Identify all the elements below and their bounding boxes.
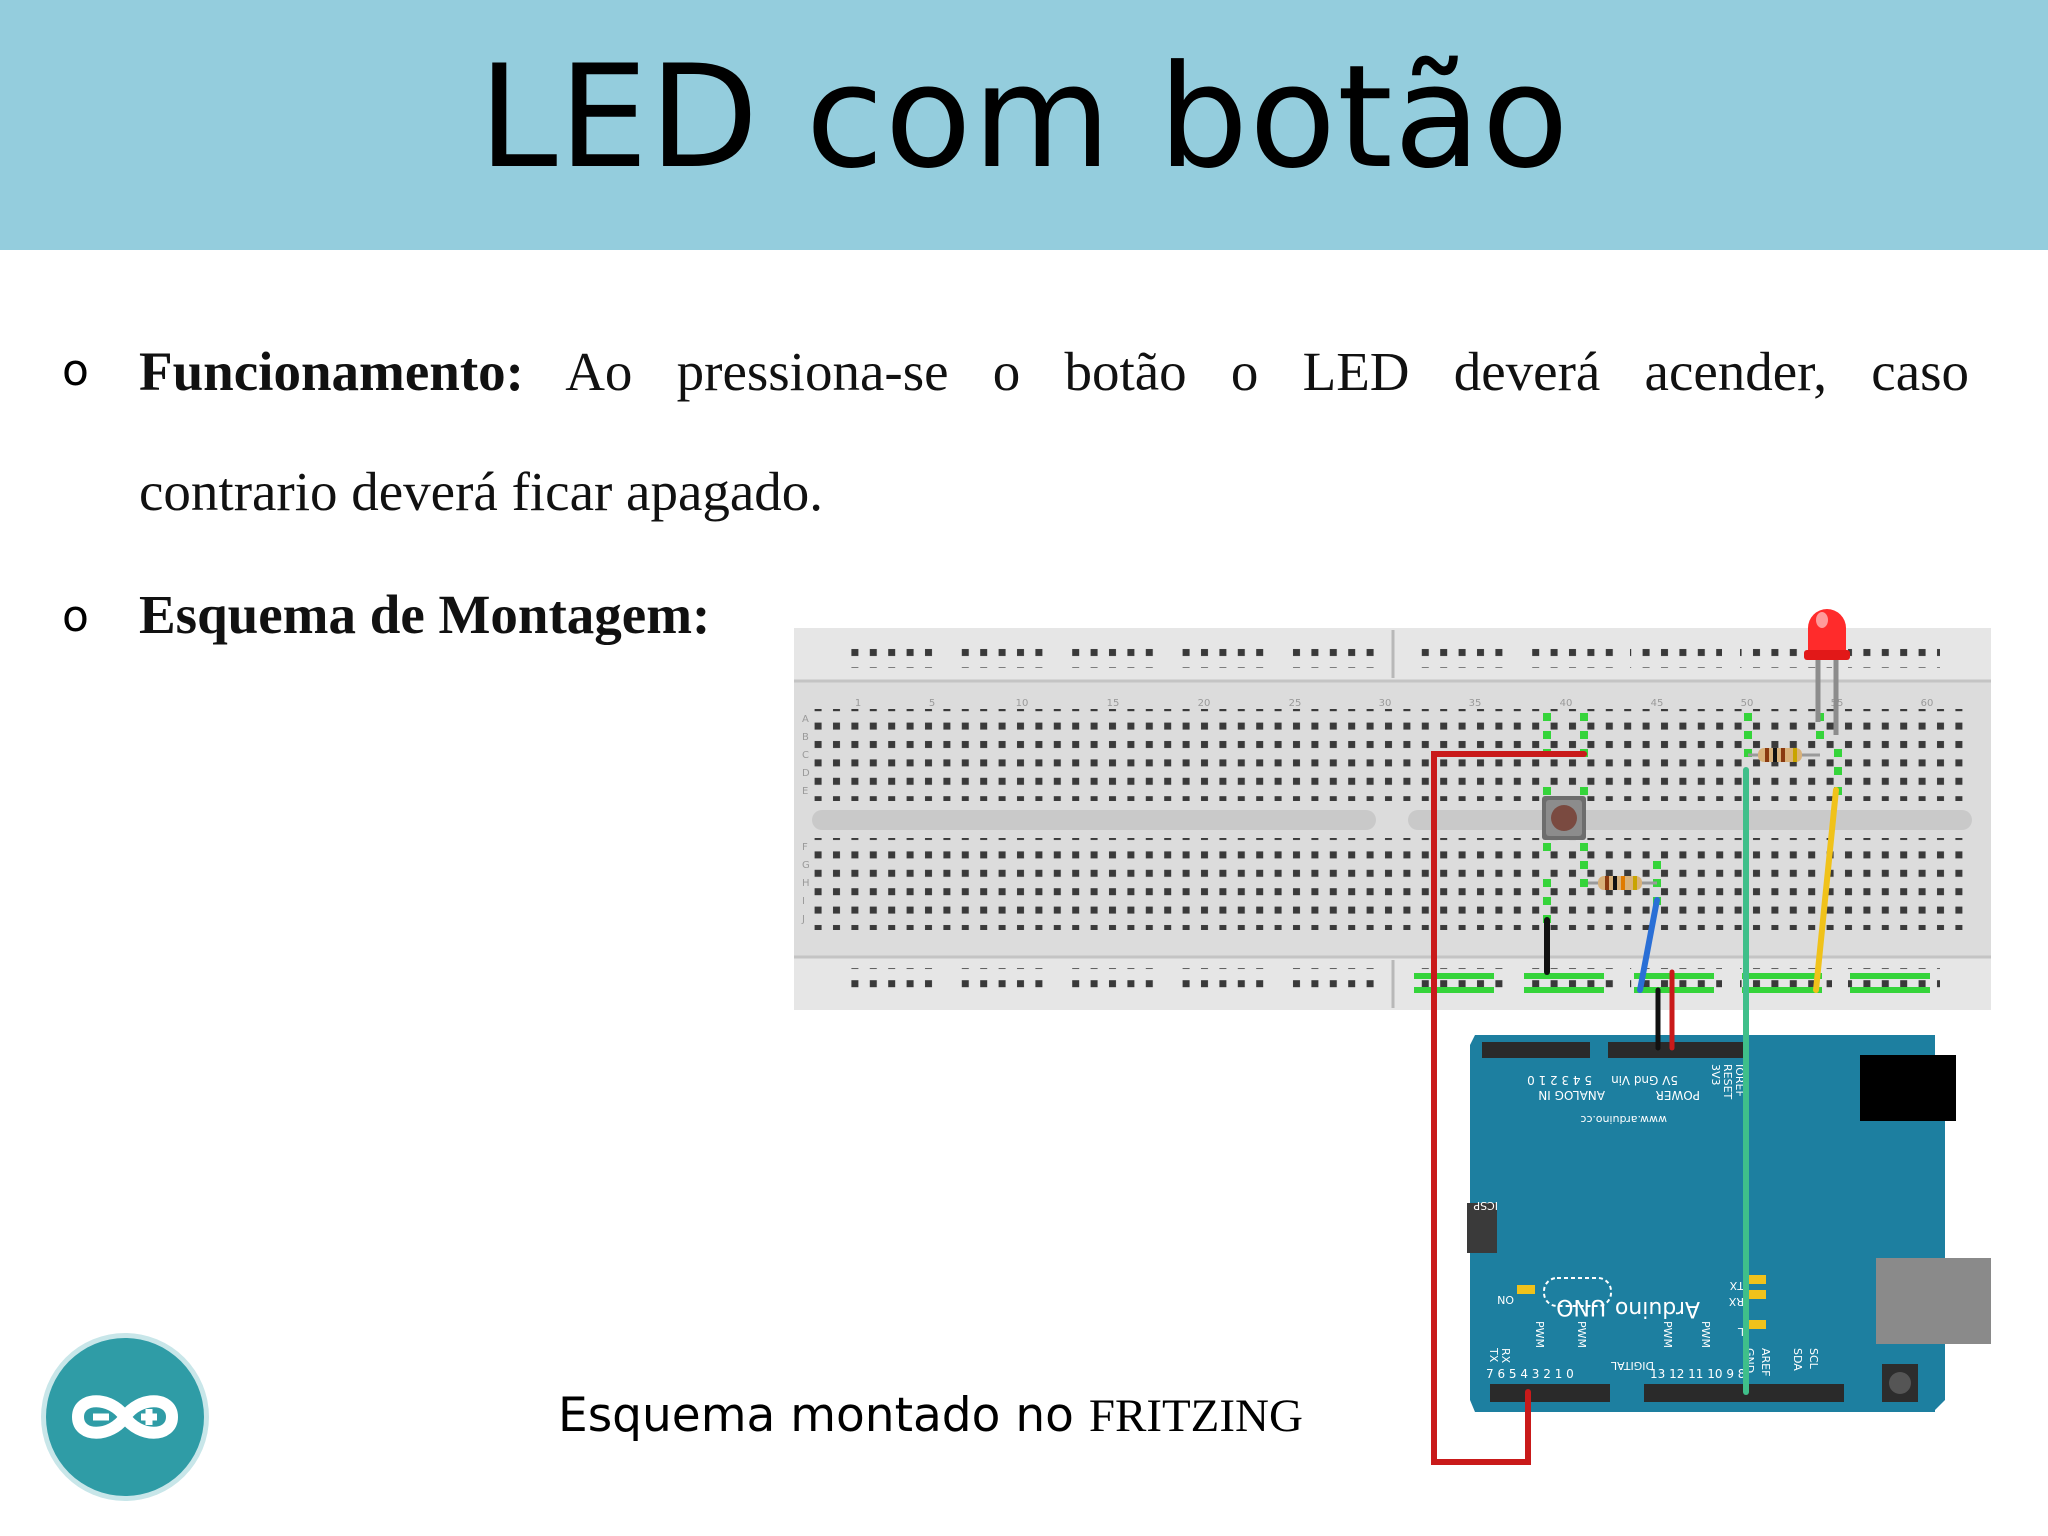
analog-in-label: ANALOG IN	[1538, 1088, 1605, 1102]
bullet-1-line-1: Funcionamento: Ao pressiona-se o botão o…	[139, 342, 1969, 402]
column-number: 60	[1921, 698, 1934, 709]
reset-label: RESET	[1721, 1064, 1734, 1100]
rx-label: RX	[1728, 1295, 1744, 1308]
rx-pin-label: RX	[1499, 1348, 1512, 1364]
diagram-caption: Esquema montado no FRITZING	[558, 1388, 1303, 1443]
pwm-label: PWM	[1661, 1321, 1674, 1348]
scl-label: SCL	[1807, 1348, 1820, 1370]
slide-title: LED com botão	[478, 35, 1570, 200]
row-letter: C	[802, 750, 809, 761]
column-number: 15	[1107, 698, 1120, 709]
3v3-label: 3V3	[1709, 1064, 1722, 1086]
column-number: 50	[1741, 698, 1754, 709]
resistor-led	[1748, 748, 1820, 762]
row-letter: F	[802, 842, 808, 853]
funcionamento-label: Funcionamento:	[139, 341, 524, 402]
on-label: ON	[1497, 1293, 1514, 1306]
column-number: 30	[1379, 698, 1392, 709]
arduino-uno-board: ANALOG IN POWER 5V Gnd Vin 5 4 3 2 1 0 w…	[1467, 1035, 1991, 1412]
digital-label: DIGITAL	[1610, 1359, 1654, 1372]
row-letter: D	[802, 768, 810, 779]
wires	[1431, 751, 1839, 1465]
caption-prefix: Esquema montado no	[558, 1388, 1089, 1443]
bullet-marker-1: o	[62, 345, 89, 396]
row-letter: I	[802, 896, 805, 907]
push-button-component	[1542, 796, 1586, 840]
bullet-marker-2: o	[62, 591, 89, 642]
caption-fritzing: FRITZING	[1088, 1390, 1303, 1442]
digital-pins-right-label: 13 12 11 10 9 8	[1650, 1367, 1745, 1381]
row-letter: G	[802, 860, 810, 871]
digital-pins-left-label: 7 6 5 4 3 2 1 0	[1486, 1367, 1574, 1381]
arduino-brand-label: Arduino	[1615, 1296, 1700, 1321]
funcionamento-text-2: contrario deverá ficar apagado.	[139, 461, 824, 522]
red-led-component	[1804, 609, 1850, 735]
column-number: 1	[855, 698, 861, 709]
row-letter: E	[802, 786, 808, 797]
ioref-label: IOREF	[1733, 1064, 1746, 1097]
row-letter: B	[802, 732, 809, 743]
power-label: POWER	[1656, 1088, 1700, 1102]
site-label: www.arduino.cc	[1580, 1113, 1667, 1126]
l-label: L	[1737, 1325, 1744, 1338]
tx-label: TX	[1729, 1279, 1745, 1292]
row-letter: H	[802, 878, 810, 889]
blue-wire-to-rail	[1637, 897, 1660, 993]
resistor-button	[1588, 876, 1657, 890]
analog-pins-label: 5 4 3 2 1 0	[1527, 1073, 1592, 1087]
pwm-label: PWM	[1699, 1321, 1712, 1348]
column-number: 5	[929, 698, 935, 709]
column-number: 45	[1651, 698, 1664, 709]
esquema-label: Esquema de Montagem:	[139, 584, 711, 645]
sda-label: SDA	[1791, 1348, 1804, 1371]
breadboard: A B C D E F G H I J 1 5 10 15 20 25 30 3…	[794, 628, 1991, 1010]
funcionamento-text-1: Ao pressiona-se o botão o LED deverá ace…	[565, 341, 1970, 402]
red-wire-button-to-pin2	[1431, 751, 1587, 1465]
aref-label: AREF	[1759, 1348, 1772, 1376]
infinity-symbol-icon	[71, 1395, 179, 1439]
arduino-logo-icon	[46, 1338, 204, 1496]
column-number: 25	[1289, 698, 1302, 709]
column-number: 40	[1560, 698, 1573, 709]
icsp-label: ICSP	[1473, 1199, 1498, 1212]
column-number: 20	[1198, 698, 1211, 709]
title-bar	[0, 0, 2048, 250]
row-letter: A	[802, 714, 809, 725]
column-number: 35	[1469, 698, 1482, 709]
power-pins-label: 5V Gnd Vin	[1611, 1073, 1678, 1087]
uno-model-label: UNO	[1556, 1294, 1606, 1319]
pwm-label: PWM	[1575, 1321, 1588, 1348]
yellow-wire-led-gnd	[1813, 787, 1839, 993]
column-number: 10	[1016, 698, 1029, 709]
pwm-label: PWM	[1533, 1321, 1546, 1348]
row-letter: J	[801, 914, 805, 925]
tx-pin-label: TX	[1487, 1347, 1500, 1363]
